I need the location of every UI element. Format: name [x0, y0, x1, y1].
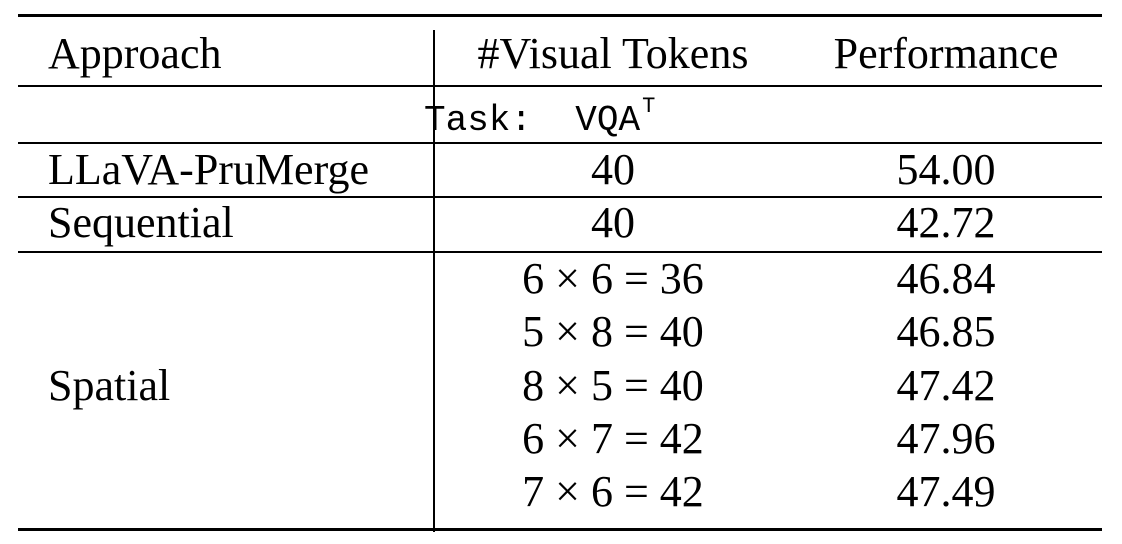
results-table: Approach #Visual Tokens Performance Task…	[18, 14, 1102, 534]
spatial-performance: 47.49	[896, 467, 996, 516]
task-row: Task: VQAT	[424, 96, 655, 139]
spatial-tokens: 6 × 7 = 42	[522, 414, 704, 463]
row-performance: 54.00	[896, 145, 996, 194]
task-rule	[18, 142, 1102, 144]
spatial-approach: Spatial	[48, 361, 171, 410]
header-rule	[18, 85, 1102, 87]
spatial-performance: 47.42	[896, 361, 996, 410]
spatial-tokens: 6 × 6 = 36	[522, 254, 704, 303]
spatial-performance: 46.84	[896, 254, 996, 303]
table-bottom-rule	[18, 528, 1102, 531]
column-separator	[433, 30, 435, 532]
row-performance: 42.72	[896, 198, 996, 247]
task-name: VQA	[575, 100, 641, 141]
spatial-performance: 46.85	[896, 307, 996, 356]
row-approach: Sequential	[48, 198, 234, 247]
row-rule	[18, 196, 1102, 198]
task-prefix: Task:	[424, 100, 533, 141]
table-top-rule	[18, 14, 1102, 17]
spatial-performance: 47.96	[896, 414, 996, 463]
header-performance: Performance	[833, 29, 1059, 78]
spatial-tokens: 8 × 5 = 40	[522, 361, 704, 410]
header-approach: Approach	[48, 29, 222, 78]
task-superscript: T	[642, 94, 656, 119]
row-approach: LLaVA-PruMerge	[48, 145, 369, 194]
header-visual-tokens: #Visual Tokens	[477, 29, 749, 78]
row-rule	[18, 251, 1102, 253]
spatial-tokens: 5 × 8 = 40	[522, 307, 704, 356]
row-tokens: 40	[591, 145, 635, 194]
row-tokens: 40	[591, 198, 635, 247]
spatial-tokens: 7 × 6 = 42	[522, 467, 704, 516]
